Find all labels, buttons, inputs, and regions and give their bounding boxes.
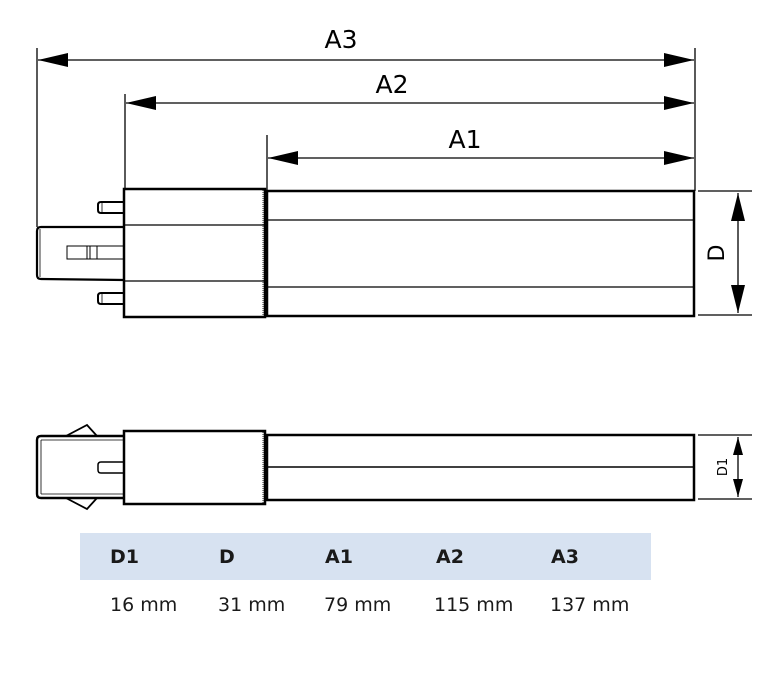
table-header-a2: A2 — [436, 546, 464, 568]
dimension-a2: A2 — [126, 70, 694, 110]
label-a2: A2 — [375, 70, 408, 99]
label-a1: A1 — [448, 125, 481, 154]
pin-lower — [97, 292, 124, 305]
table-value-d1: 16 mm — [110, 594, 178, 616]
plug-side — [35, 423, 124, 511]
table-header-a1: A1 — [325, 546, 353, 568]
dimension-a1: A1 — [268, 125, 694, 165]
table-header-a3: A3 — [551, 546, 579, 568]
table-value-a2: 115 mm — [434, 594, 514, 616]
table-value-a1: 79 mm — [324, 594, 392, 616]
dimension-d1: D1 — [698, 434, 752, 500]
dimension-a3: A3 — [38, 25, 694, 67]
lamp-base-top — [122, 187, 267, 319]
dimensions-table-header — [80, 533, 651, 580]
label-d1: D1 — [716, 458, 731, 476]
top-view: A3 A2 A1 — [35, 25, 752, 319]
side-view: D1 — [35, 423, 752, 511]
label-a3: A3 — [324, 25, 357, 54]
dimension-d: D — [698, 190, 752, 316]
table-value-d: 31 mm — [218, 594, 286, 616]
plug-top — [35, 225, 125, 282]
table-value-a3: 137 mm — [550, 594, 630, 616]
lamp-tube-side — [265, 433, 696, 502]
lamp-tube-top — [265, 189, 696, 318]
table-header-d1: D1 — [110, 546, 139, 568]
table-header-d: D — [219, 546, 235, 568]
lamp-base-side — [122, 429, 267, 506]
pin-upper — [97, 201, 124, 214]
label-d: D — [705, 245, 730, 262]
